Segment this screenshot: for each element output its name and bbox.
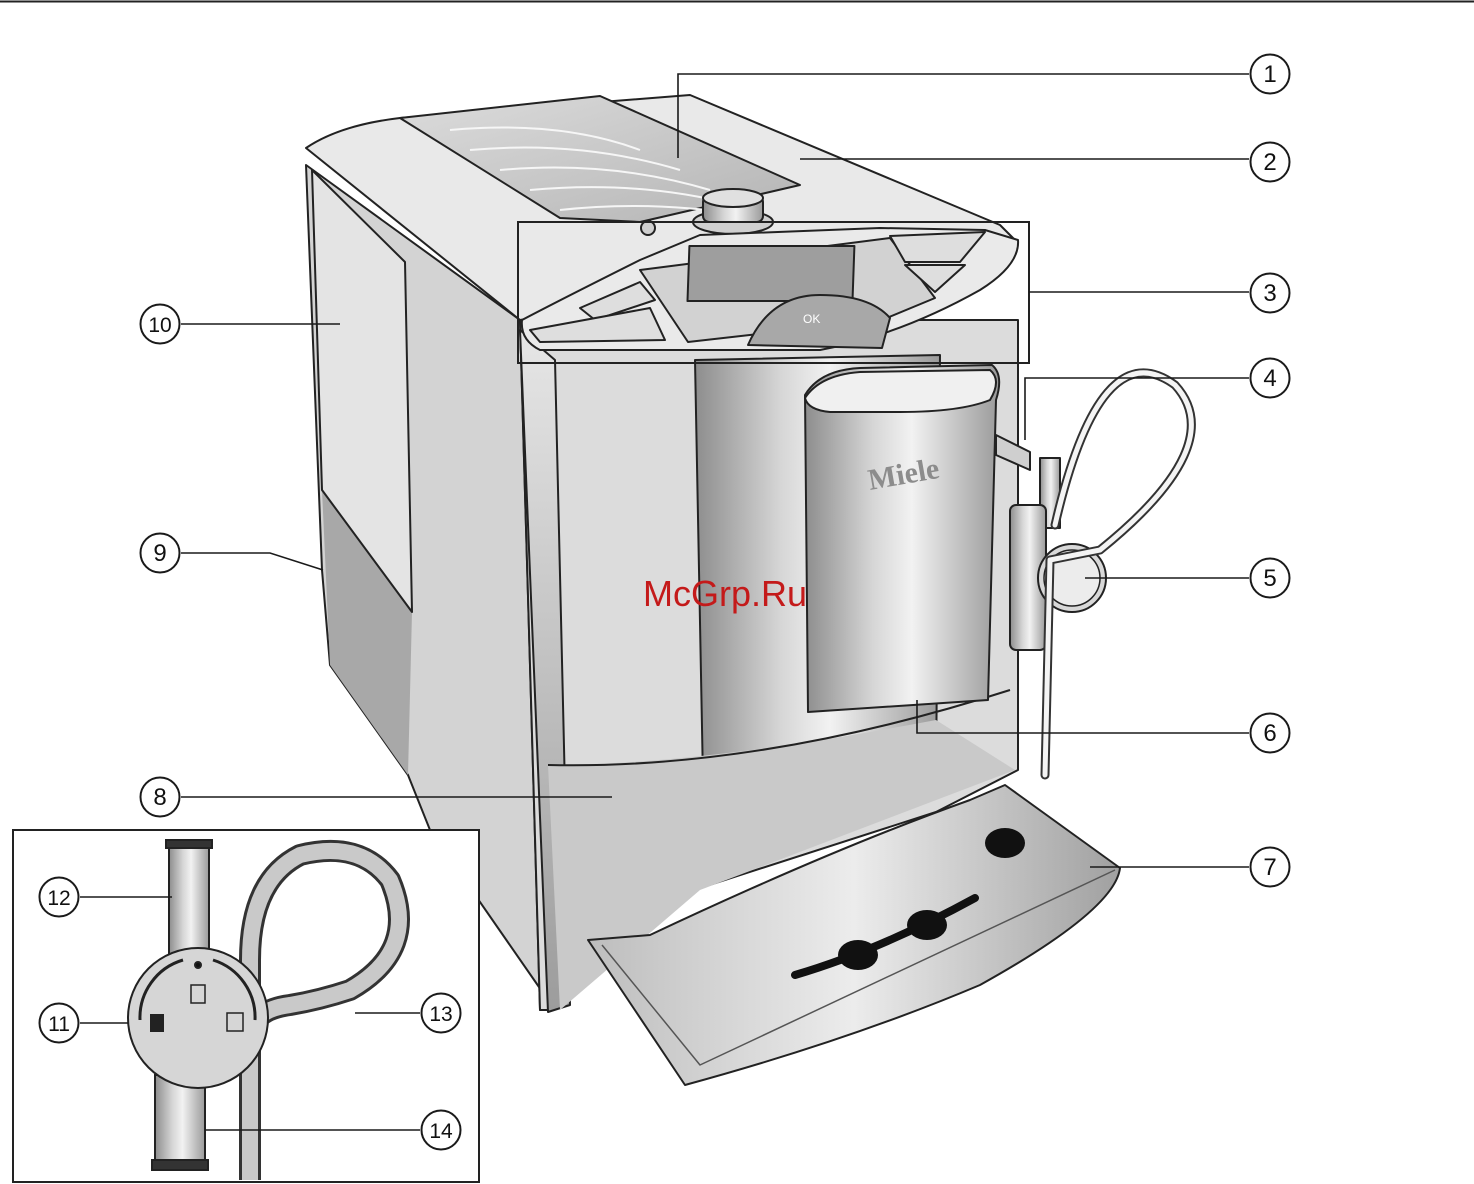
svg-text:4: 4	[1263, 365, 1276, 392]
callout-1: 1	[1251, 55, 1290, 94]
inset-tube-cap	[166, 840, 212, 848]
svg-text:13: 13	[429, 1003, 452, 1026]
svg-text:1: 1	[1263, 61, 1276, 88]
callout-12: 12	[40, 878, 79, 917]
svg-text:7: 7	[1263, 854, 1276, 881]
callout-4: 4	[1251, 359, 1290, 398]
callout-6: 6	[1251, 714, 1290, 753]
callout-3: 3	[1251, 274, 1290, 313]
grinder-knob-top	[703, 189, 763, 207]
inset-tube-bottom	[152, 1160, 208, 1170]
callout-5: 5	[1251, 559, 1290, 598]
ok-label: OK	[803, 312, 820, 326]
drip-tray-hole	[985, 828, 1025, 858]
svg-text:6: 6	[1263, 720, 1276, 747]
svg-text:3: 3	[1263, 280, 1276, 307]
svg-text:10: 10	[148, 314, 171, 337]
dispenser-spout	[805, 365, 999, 712]
display-screen	[687, 246, 854, 301]
svg-text:8: 8	[153, 784, 166, 811]
callout-8: 8	[141, 778, 180, 817]
callout-14: 14	[422, 1111, 461, 1150]
callout-13: 13	[422, 994, 461, 1033]
drip-tray-grip-2	[907, 910, 947, 940]
watermark: McGrp.Ru	[643, 573, 807, 614]
leader-4	[1025, 378, 1249, 440]
svg-text:5: 5	[1263, 565, 1276, 592]
inset-tube-upper	[169, 842, 209, 962]
svg-text:9: 9	[153, 540, 166, 567]
callout-9: 9	[141, 534, 180, 573]
svg-text:11: 11	[48, 1013, 70, 1036]
svg-text:14: 14	[429, 1120, 453, 1143]
svg-text:12: 12	[47, 887, 70, 910]
callout-10: 10	[141, 305, 180, 344]
drip-tray-grip-1	[838, 940, 878, 970]
spout-top	[805, 370, 996, 412]
callout-2: 2	[1251, 143, 1290, 182]
inset-milk-cup-icon	[150, 1014, 164, 1032]
leader-9	[181, 553, 323, 570]
inset-dial-indicator	[195, 962, 201, 968]
callout-7: 7	[1251, 848, 1290, 887]
svg-text:2: 2	[1263, 149, 1276, 176]
callout-11: 11	[40, 1004, 79, 1043]
on-off-button	[641, 221, 655, 235]
